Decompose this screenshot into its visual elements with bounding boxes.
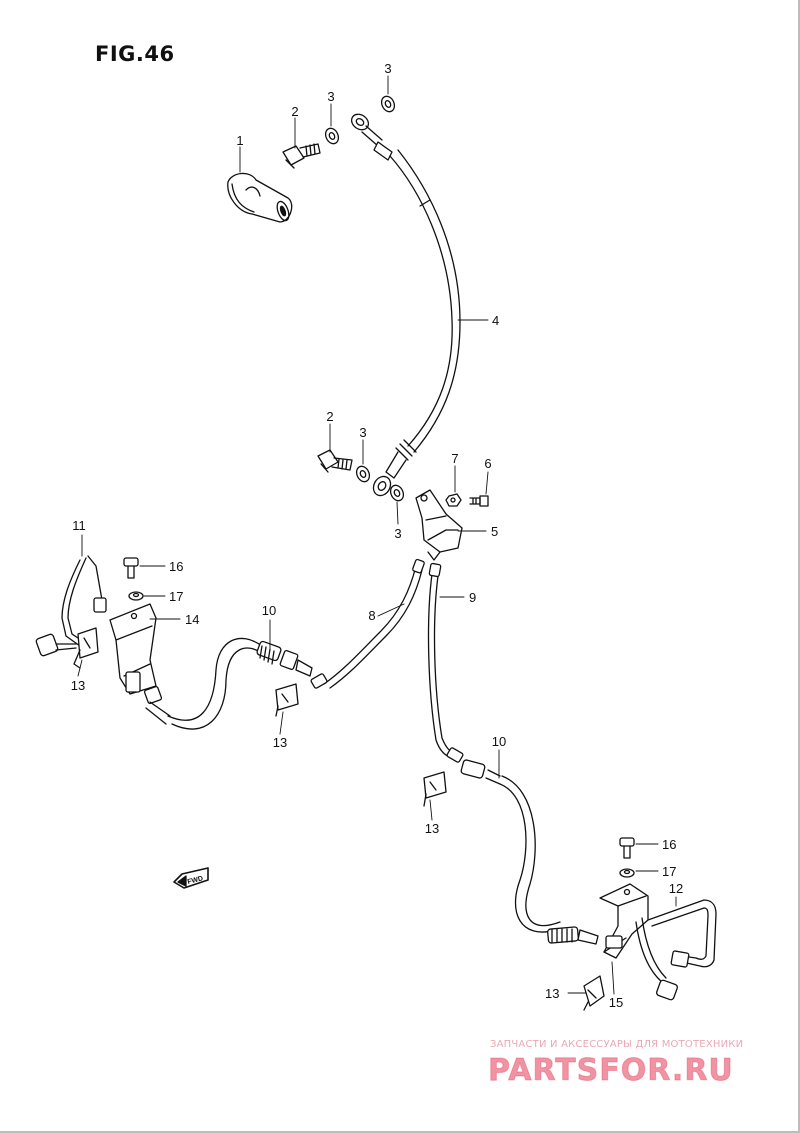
callout-16: 16 <box>662 837 676 852</box>
callout-8: 8 <box>368 608 375 623</box>
callout-3: 3 <box>359 425 366 440</box>
callout-1: 1 <box>236 133 243 148</box>
part-16-bolt-right <box>619 837 635 859</box>
part-6-bolt <box>469 495 489 507</box>
callout-5: 5 <box>491 524 498 539</box>
callout-13: 13 <box>425 821 439 836</box>
callout-10: 10 <box>262 603 276 618</box>
callout-17: 17 <box>169 589 183 604</box>
callout-12: 12 <box>669 881 683 896</box>
callout-2: 2 <box>291 104 298 119</box>
callout-labels: 1 2 3 3 4 2 3 7 6 3 5 11 16 17 14 10 8 9… <box>71 61 683 1010</box>
part-2-union-bolt-lower <box>317 449 353 473</box>
part-14-bracket <box>109 603 157 695</box>
part-4-brake-hose <box>350 113 461 497</box>
part-1-cap <box>227 172 293 223</box>
callout-14: 14 <box>185 612 199 627</box>
part-17-washer-right <box>619 868 635 878</box>
callout-6: 6 <box>484 456 491 471</box>
figure-title: FIG.46 <box>95 42 175 66</box>
callout-13: 13 <box>545 986 559 1001</box>
part-3-washers <box>324 95 405 502</box>
frame-right-edge <box>798 0 800 1133</box>
callout-10: 10 <box>492 734 506 749</box>
watermark-caption: ЗАПЧАСТИ И АКСЕССУАРЫ ДЛЯ МОТОТЕХНИКИ <box>490 1039 744 1050</box>
callout-2: 2 <box>326 409 333 424</box>
callout-3: 3 <box>384 61 391 76</box>
part-17-washer-left <box>128 591 144 601</box>
fwd-label: FWD <box>187 875 204 886</box>
callout-15: 15 <box>609 995 623 1010</box>
callout-11: 11 <box>72 518 86 533</box>
callout-13: 13 <box>273 735 287 750</box>
callout-9: 9 <box>469 590 476 605</box>
part-8-brake-pipe <box>310 558 425 689</box>
part-13-clips <box>73 627 605 1011</box>
callout-3: 3 <box>327 89 334 104</box>
part-15-bracket <box>599 883 649 959</box>
fwd-arrow-icon <box>173 867 209 889</box>
part-9-brake-pipe <box>427 562 464 763</box>
part-12-brake-pipe <box>635 899 717 1001</box>
watermark-logo-text: PARTSFOR.RU <box>488 1053 734 1088</box>
callout-7: 7 <box>451 451 458 466</box>
part-10-hose-left <box>143 637 313 730</box>
part-5-three-way-joint <box>415 489 463 561</box>
frame-bottom-edge <box>0 1131 800 1133</box>
part-7-nut <box>445 493 462 507</box>
watermark-logo: PARTSFOR.RU <box>488 1053 734 1089</box>
leader-lines <box>77 75 677 995</box>
callout-16: 16 <box>169 559 183 574</box>
part-11-brake-pipe <box>35 555 107 657</box>
part-10-hose-right <box>460 759 599 945</box>
part-16-bolt-left <box>123 557 139 579</box>
part-2-union-bolt-top <box>282 143 321 169</box>
callout-3: 3 <box>394 526 401 541</box>
callout-17: 17 <box>662 864 676 879</box>
callout-13: 13 <box>71 678 85 693</box>
callout-4: 4 <box>492 313 499 328</box>
